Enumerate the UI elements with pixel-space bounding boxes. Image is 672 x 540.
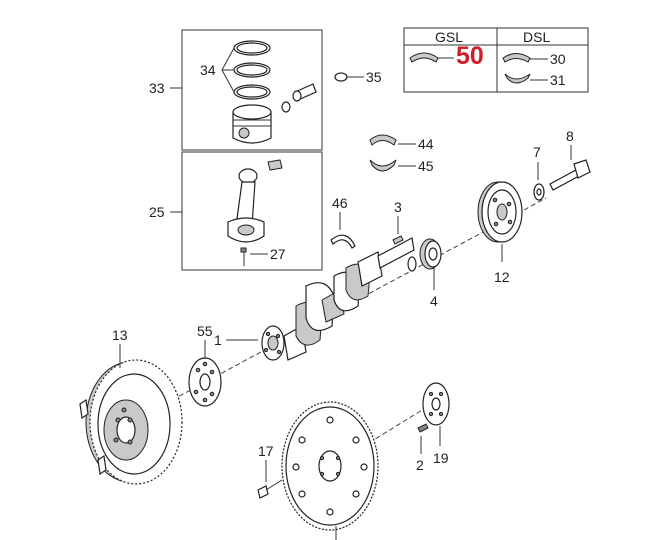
callout-34: 34 (200, 62, 216, 78)
gsl-bearing-shell-icon (409, 52, 439, 63)
bearing-legend-table: GSL DSL 50 30 31 (403, 27, 589, 93)
woodruff-key: 3 (392, 199, 404, 245)
callout-8: 8 (566, 128, 574, 144)
dowel-pin: 2 (416, 423, 429, 473)
piston-pin (292, 83, 317, 102)
callout-12: 12 (494, 269, 510, 285)
callout-25: 25 (149, 204, 165, 220)
flexplate-bolt: 17 (257, 443, 283, 499)
callout-2: 2 (416, 457, 424, 473)
callout-27: 27 (270, 246, 286, 262)
connecting-rod-box: 25 27 (149, 151, 323, 271)
callout-45: 45 (418, 158, 434, 174)
piston-rings (233, 40, 271, 100)
callout-7: 7 (533, 144, 541, 160)
flywheel-plate: 55 (188, 323, 222, 407)
flywheel: 13 (79, 327, 183, 485)
thrust-washer: 46 (330, 195, 356, 249)
callout-1: 1 (214, 332, 222, 348)
callout-46: 46 (332, 195, 348, 211)
dsl-upper-shell-icon (502, 53, 531, 63)
callout-35: 35 (366, 69, 382, 85)
callout-19: 19 (433, 450, 449, 466)
main-bearing-upper: 44 (369, 134, 434, 152)
legend-frame (403, 27, 589, 93)
legend-gsl-part-number: 50 (456, 42, 484, 70)
callout-4: 4 (430, 293, 438, 309)
piston-assembly-box: 33 34 35 (149, 29, 382, 151)
legend-dsl-header: DSL (523, 29, 550, 45)
pin-clip-inner (281, 101, 291, 113)
legend-dsl-upper-number: 30 (550, 51, 566, 67)
crankshaft: 1 (214, 237, 417, 361)
callout-17: 17 (258, 443, 274, 459)
callout-13: 13 (112, 327, 128, 343)
rod-bolt-head (240, 247, 247, 253)
crank-sprocket: 4 (419, 238, 442, 309)
connecting-rod (227, 168, 265, 243)
piston (232, 104, 272, 144)
main-bearing-lower: 45 (369, 158, 434, 174)
callout-55: 55 (197, 323, 213, 339)
legend-gsl-header: GSL (435, 29, 463, 45)
damper-bolt: 8 (549, 128, 591, 191)
legend-dsl-lower-number: 31 (550, 72, 566, 88)
flexplate (281, 401, 379, 531)
rod-box-frame (181, 151, 323, 271)
callout-44: 44 (418, 136, 434, 152)
piston-box-frame (181, 29, 323, 151)
damper-washer: 7 (533, 144, 545, 201)
rod-bushing (267, 159, 283, 171)
callout-33: 33 (149, 80, 165, 96)
flexplate-adapter: 19 (422, 382, 450, 466)
damper-pulley: 12 (477, 181, 523, 285)
pin-clip (334, 72, 348, 82)
callout-3: 3 (394, 199, 402, 215)
rings-bracket (221, 47, 235, 93)
dsl-lower-shell-icon (504, 73, 531, 84)
